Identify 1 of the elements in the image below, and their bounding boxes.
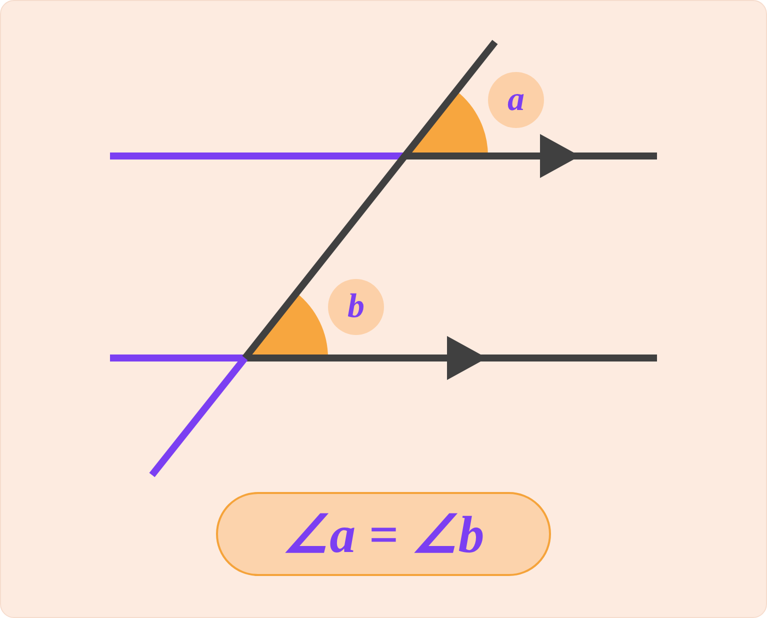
equation-label: ∠a = ∠b (216, 492, 551, 576)
